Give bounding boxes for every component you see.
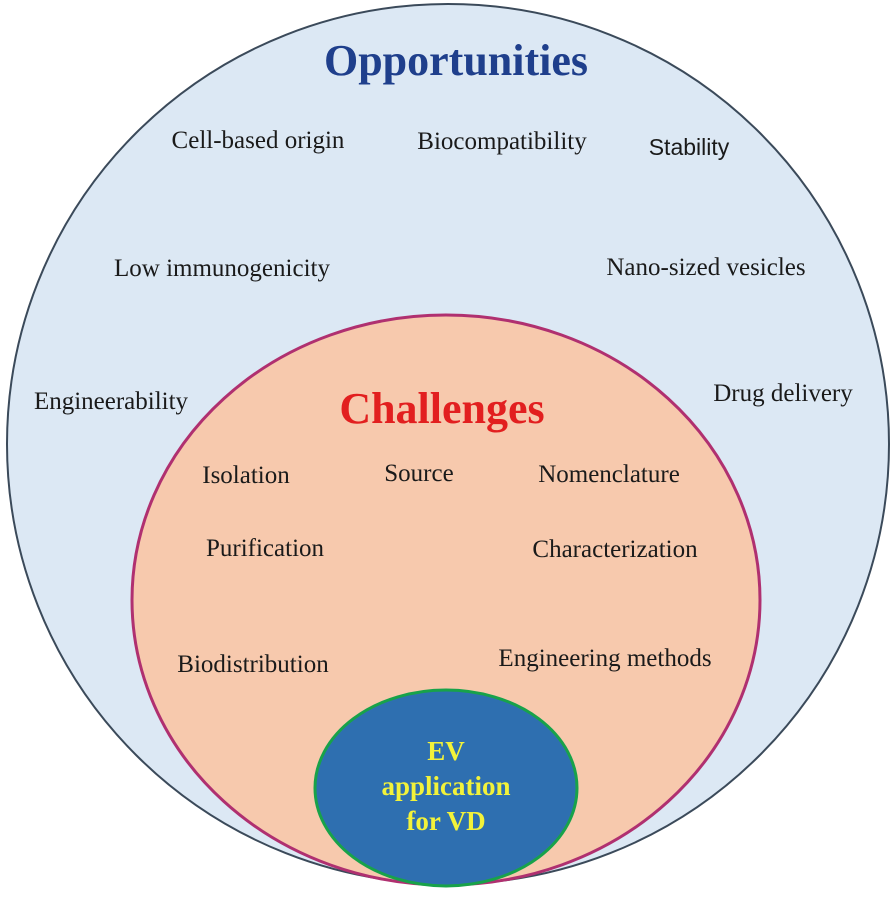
challenge-characterization: Characterization — [532, 536, 698, 563]
opportunity-cell-based-origin: Cell-based origin — [172, 127, 345, 154]
core-label-line-3: for VD — [406, 806, 485, 836]
core-label-line-2: application — [381, 771, 510, 801]
opportunity-stability: Stability — [649, 134, 730, 160]
challenges-title: Challenges — [339, 384, 544, 433]
opportunity-biocompatibility: Biocompatibility — [417, 128, 587, 155]
opportunity-low-immunogenicity: Low immunogenicity — [114, 255, 330, 282]
challenge-purification: Purification — [206, 535, 325, 562]
challenge-biodistribution: Biodistribution — [177, 651, 329, 678]
core-ellipse — [313, 688, 579, 888]
challenge-isolation: Isolation — [202, 462, 290, 489]
core-label-line-1: EV — [427, 736, 465, 766]
opportunities-title: Opportunities — [324, 36, 588, 85]
challenge-source: Source — [384, 460, 453, 487]
opportunity-engineerability: Engineerability — [34, 388, 189, 415]
opportunity-nano-sized-vesicles: Nano-sized vesicles — [606, 254, 805, 281]
challenge-engineering-methods: Engineering methods — [498, 645, 711, 672]
challenge-nomenclature: Nomenclature — [538, 461, 680, 488]
opportunity-drug-delivery: Drug delivery — [713, 380, 853, 407]
